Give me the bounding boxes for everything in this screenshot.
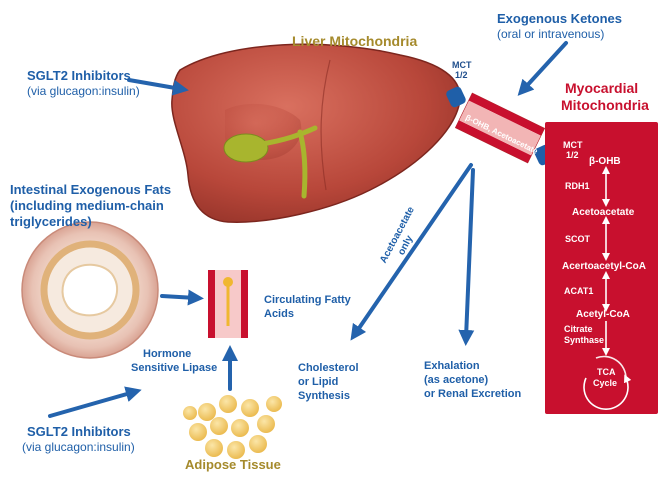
myo-product-acetyl-coa: Acetyl-CoA bbox=[576, 309, 630, 321]
exogenous-ketones-title: Exogenous Ketones bbox=[497, 12, 622, 27]
arrow-intestine-to-vessel bbox=[162, 296, 196, 298]
myo-enzyme-rdh1: RDH1 bbox=[565, 181, 590, 191]
myo-substrate-bohb: β-OHB bbox=[589, 156, 621, 168]
sglt2-bottom-title: SGLT2 Inhibitors bbox=[27, 425, 131, 440]
myocardial-title-line2: Mitochondria bbox=[561, 97, 649, 113]
cholesterol-line2: or Lipid bbox=[298, 376, 338, 389]
myo-enzyme-citrate-line2: Synthase bbox=[564, 335, 604, 345]
myo-enzyme-citrate-line1: Citrate bbox=[564, 324, 593, 334]
circulating-fatty-acids-line2: Acids bbox=[264, 308, 294, 321]
arrow-to-exhalation bbox=[466, 170, 473, 338]
exhalation-line3: or Renal Excretion bbox=[424, 388, 521, 401]
liver-mitochondria-title: Liver Mitochondria bbox=[292, 33, 417, 49]
hormone-lipase-line1: Hormone bbox=[143, 348, 191, 361]
myo-tca-line2: Cycle bbox=[593, 378, 617, 388]
mct-left-label-1: MCT bbox=[452, 60, 472, 70]
intestinal-fats-line3: triglycerides) bbox=[10, 215, 92, 230]
cholesterol-line3: Synthesis bbox=[298, 390, 350, 403]
adipose-cells bbox=[183, 395, 282, 459]
myo-product-acertoacetyl-coa: Acertoacetyl-CoA bbox=[562, 261, 646, 273]
arrow-sglt2-to-lipase bbox=[50, 392, 134, 416]
circulating-fatty-acids-line1: Circulating Fatty bbox=[264, 294, 351, 307]
myocardial-title-line1: Myocardial bbox=[565, 80, 638, 96]
exhalation-line1: Exhalation bbox=[424, 360, 480, 373]
adipose-tissue-title: Adipose Tissue bbox=[185, 458, 281, 473]
sglt2-top-note: (via glucagon:insulin) bbox=[27, 85, 140, 99]
hormone-lipase-line2: Sensitive Lipase bbox=[131, 362, 217, 375]
sglt2-top-title: SGLT2 Inhibitors bbox=[27, 69, 131, 84]
exogenous-ketones-note: (oral or intravenous) bbox=[497, 28, 604, 42]
myo-product-acetoacetate: Acetoacetate bbox=[572, 207, 634, 219]
mct-left-label-2: 1/2 bbox=[455, 70, 468, 80]
exhalation-line2: (as acetone) bbox=[424, 374, 488, 387]
liver-illustration bbox=[172, 44, 460, 222]
intestinal-fats-line1: Intestinal Exogenous Fats bbox=[10, 183, 171, 198]
fatty-acid-vessel bbox=[208, 270, 248, 338]
intestine-illustration bbox=[22, 222, 158, 358]
myo-enzyme-acat1: ACAT1 bbox=[564, 286, 593, 296]
myo-tca-line1: TCA bbox=[597, 367, 616, 377]
arrow-exogenous-ketones bbox=[523, 43, 566, 90]
intestinal-fats-line2: (including medium-chain bbox=[10, 199, 164, 214]
sglt2-bottom-note: (via glucagon:insulin) bbox=[22, 441, 135, 455]
myo-mct-1: MCT bbox=[563, 140, 583, 150]
arrow-to-cholesterol bbox=[355, 165, 471, 334]
myo-enzyme-scot: SCOT bbox=[565, 234, 590, 244]
cholesterol-line1: Cholesterol bbox=[298, 362, 359, 375]
myo-mct-2: 1/2 bbox=[566, 150, 579, 160]
